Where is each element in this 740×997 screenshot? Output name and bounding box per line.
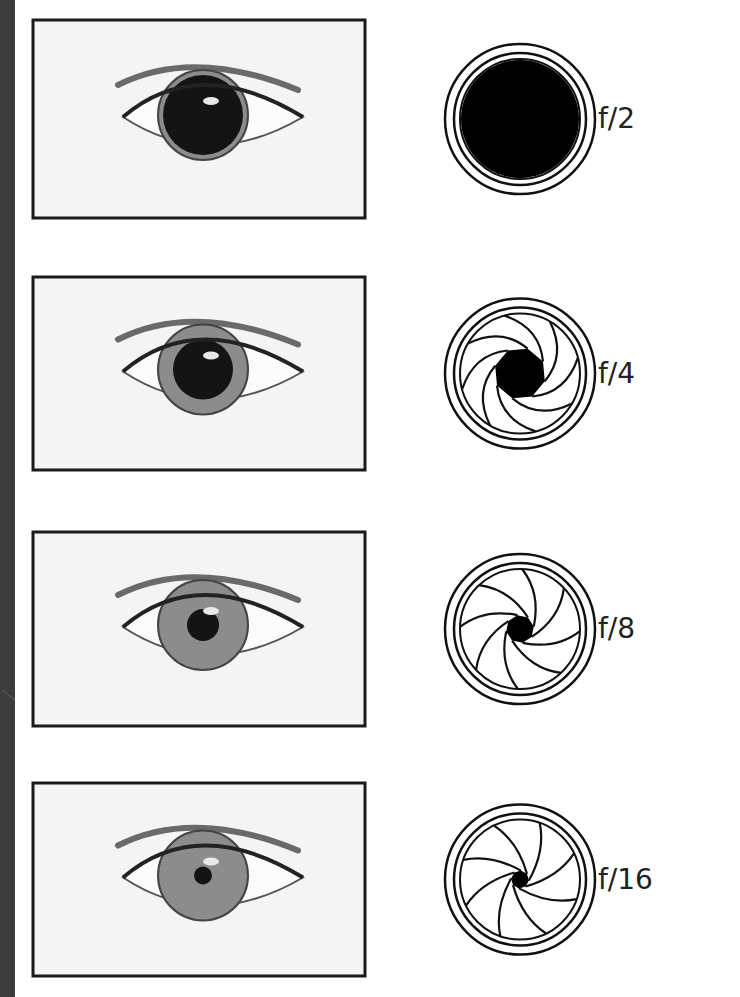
blade-edge [519, 888, 577, 900]
lens-ring [454, 53, 586, 185]
diaphragm-edge [460, 59, 580, 179]
aperture-symbol [445, 554, 595, 704]
blade-edge [460, 613, 517, 627]
photo-frame [33, 20, 365, 218]
aperture-symbol [445, 299, 595, 449]
aperture-opening [461, 60, 579, 178]
aperture-symbol [445, 44, 595, 194]
eye-photos [33, 20, 365, 976]
f-stop-label: f/16 [598, 863, 653, 897]
blade-edge [466, 873, 514, 906]
blade-edge [468, 336, 528, 348]
lens-ring [454, 814, 586, 946]
lens-ring [445, 299, 595, 449]
diaphragm-edge [460, 569, 580, 689]
pupil [194, 867, 212, 885]
blade-edge [512, 641, 561, 673]
f-stop-label: f/8 [598, 612, 635, 646]
blade-edge [463, 858, 521, 870]
blade-edge [529, 823, 541, 881]
diaphragm-edge [460, 314, 580, 434]
aperture-diagrams [445, 44, 595, 955]
diaphragm-edge [460, 820, 580, 940]
highlight [203, 97, 219, 105]
photo-frame [33, 277, 365, 470]
f-stop-label: f/4 [598, 357, 635, 391]
highlight [203, 858, 219, 866]
side-strip [0, 0, 15, 997]
blade-edge [494, 826, 527, 874]
blade-edge [513, 885, 546, 933]
highlight [203, 352, 219, 360]
pupil [173, 340, 233, 400]
aperture-symbol [445, 805, 595, 955]
f-stop-label: f/2 [598, 102, 635, 136]
blade-edge [504, 632, 518, 689]
lens-ring [454, 308, 586, 440]
blade-edge [522, 569, 536, 626]
eye-photo [33, 277, 365, 470]
lens-ring [445, 805, 595, 955]
eye-photo [33, 532, 365, 726]
aperture-opening [495, 349, 545, 399]
strip-line [2, 690, 15, 700]
blade-edge [499, 879, 511, 937]
blade-edge [462, 351, 508, 390]
eye-white [123, 340, 303, 400]
eyelid-line [123, 846, 303, 878]
blade-edge [523, 631, 580, 645]
eye-photo [33, 20, 365, 218]
blade-edge [532, 358, 578, 397]
aperture-opening [506, 615, 534, 643]
eye-photo [33, 783, 365, 976]
lens-ring [454, 563, 586, 695]
blade-edge [526, 853, 574, 886]
eyelid-line [123, 340, 303, 372]
eyelid-line [123, 85, 303, 117]
photo-frame [33, 783, 365, 976]
eyelid-line [123, 595, 303, 627]
lens-ring [445, 554, 595, 704]
blade-edge [483, 366, 495, 426]
blade-edge [497, 386, 536, 432]
blade-edge [479, 585, 528, 617]
photo-frame [33, 532, 365, 726]
blade-edge [545, 322, 557, 382]
blade-edge [504, 316, 543, 362]
lens-ring [445, 44, 595, 194]
blade-edge [512, 398, 572, 410]
blade-edge [476, 621, 508, 670]
highlight [203, 607, 219, 615]
